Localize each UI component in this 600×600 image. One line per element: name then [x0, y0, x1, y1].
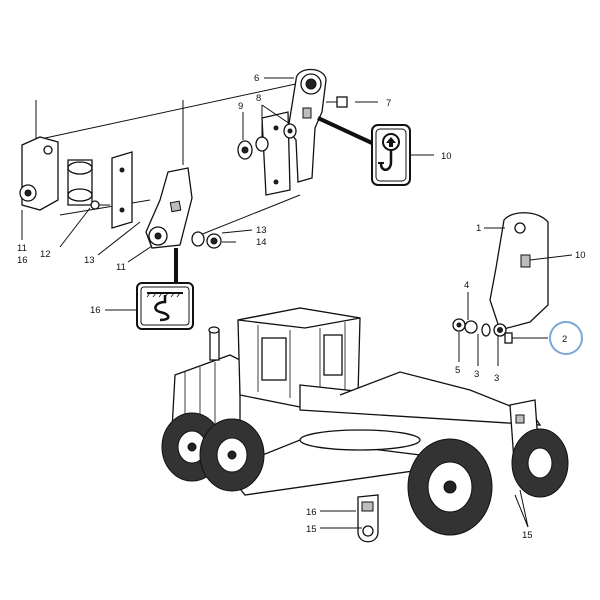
small-plate-part	[357, 494, 379, 543]
callout-16-decal: 16	[90, 305, 101, 316]
callout-15-right: 15	[522, 530, 533, 541]
callout-3-a: 3	[474, 369, 479, 380]
callout-10-top: 10	[441, 151, 452, 162]
callout-4: 4	[464, 280, 469, 291]
callout-5: 5	[455, 365, 460, 376]
callout-11-left: 11	[17, 243, 27, 254]
highlight-ring	[549, 321, 583, 355]
callout-9: 9	[238, 101, 243, 112]
callout-7: 7	[386, 98, 391, 109]
front-wheel-right	[511, 428, 569, 498]
callout-13-left: 13	[84, 255, 95, 266]
front-frame-assembly	[19, 81, 306, 249]
callout-1: 1	[476, 223, 481, 234]
callout-16-bottom: 16	[306, 507, 317, 518]
lifting-hook-icon	[378, 133, 400, 171]
callout-16-left: 16	[17, 255, 28, 266]
lifting-hook-decal	[371, 124, 411, 186]
callout-8: 8	[256, 93, 261, 104]
front-wheel-left	[407, 438, 493, 536]
callout-14: 14	[256, 237, 267, 248]
callout-labels: 6 7 8 9 10 11 16 12 13 13 14 11 16 1 10 …	[17, 73, 586, 541]
callout-15-bottom: 15	[306, 524, 317, 535]
tow-plate-assembly	[452, 212, 549, 344]
callout-13-right: 13	[256, 225, 267, 236]
callout-2[interactable]: 2	[562, 334, 567, 345]
rear-wheel-2	[199, 418, 265, 492]
callout-3-b: 3	[494, 373, 499, 384]
tie-down-decal	[136, 248, 194, 330]
callout-10-right: 10	[575, 250, 586, 261]
callout-12: 12	[40, 249, 51, 260]
callout-11-mid: 11	[116, 262, 126, 273]
lifting-eye-assembly	[237, 68, 373, 196]
motor-grader-illustration	[161, 307, 569, 536]
callout-6: 6	[254, 73, 259, 84]
leader-lines	[21, 77, 573, 529]
tie-down-icon	[146, 292, 183, 322]
